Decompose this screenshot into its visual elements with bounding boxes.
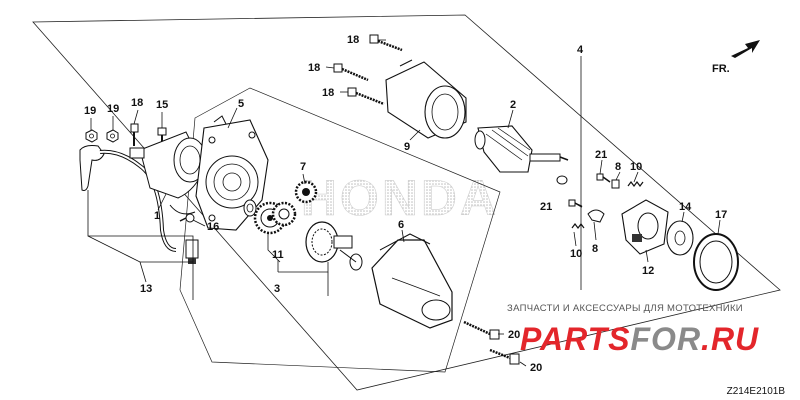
part-2-armature <box>474 125 569 173</box>
shop-name: PARTSFOR.RU <box>520 321 759 357</box>
callout-6: 6 <box>398 219 404 231</box>
callout-18-low: 18 <box>322 87 334 99</box>
part-19-nut-a <box>85 129 98 143</box>
callout-21-top: 21 <box>595 149 607 161</box>
callout-2: 2 <box>510 99 516 111</box>
leader-lines <box>87 39 721 367</box>
callout-18-mid: 18 <box>308 62 320 74</box>
callout-19-b: 19 <box>107 103 119 115</box>
callout-18-left: 18 <box>131 97 143 109</box>
callout-19-a: 19 <box>84 105 96 117</box>
callout-17: 17 <box>715 209 727 221</box>
part-12-brush-holder <box>621 199 669 255</box>
part-18-bolt-top <box>369 34 403 52</box>
front-direction-indicator: FR. <box>712 40 760 75</box>
part-21-screw-top <box>596 173 611 183</box>
diagram-code: Z214E2101B <box>727 386 786 397</box>
part-washer <box>243 199 257 217</box>
callout-5: 5 <box>238 98 244 110</box>
callout-16: 16 <box>207 221 219 233</box>
part-20-bolt-upper <box>463 320 500 340</box>
callout-1: 1 <box>154 210 160 222</box>
part-3-pinion-clutch <box>305 221 363 271</box>
part-9-yoke <box>385 59 467 139</box>
callout-20-lower: 20 <box>530 362 542 374</box>
part-20-bolt-lower <box>489 348 520 365</box>
callout-3: 3 <box>274 283 280 295</box>
honda-watermark: HONDA <box>301 170 499 226</box>
callout-8-top: 8 <box>615 161 621 173</box>
callout-4: 4 <box>577 44 584 56</box>
callout-11: 11 <box>272 249 284 261</box>
part-8-brush-top <box>611 179 620 189</box>
callout-13: 13 <box>140 283 152 295</box>
svg-text:FR.: FR. <box>712 63 730 75</box>
part-6-front-cover <box>371 233 453 329</box>
callout-8-low: 8 <box>592 243 598 255</box>
callout-20-upper: 20 <box>508 329 520 341</box>
part-13-terminal <box>185 239 199 264</box>
part-11-gear-b <box>271 201 297 227</box>
part-clip-ring <box>556 175 568 185</box>
part-18-bolt-mid <box>333 63 369 82</box>
part-16-bolt <box>179 213 195 223</box>
callout-10-low: 10 <box>570 248 582 260</box>
part-8-brush-low <box>587 209 605 223</box>
callout-15: 15 <box>156 99 168 111</box>
assembly-boundary-outer <box>32 14 781 391</box>
callout-12: 12 <box>642 265 654 277</box>
arrow-icon <box>731 40 760 58</box>
callout-10-top: 10 <box>630 161 642 173</box>
assembly-boundary-inner <box>179 87 501 373</box>
callout-18-top: 18 <box>347 34 359 46</box>
callout-21-low: 21 <box>540 201 552 213</box>
part-18-bolt-low <box>347 87 385 106</box>
callout-9: 9 <box>404 141 410 153</box>
part-18-bolt-left <box>130 123 139 146</box>
callout-7: 7 <box>300 161 306 173</box>
shop-tagline: ЗАПЧАСТИ И АКСЕССУАРЫ ДЛЯ МОТОТЕХНИКИ <box>507 303 743 314</box>
part-1-solenoid <box>129 131 207 215</box>
callout-14: 14 <box>679 201 692 213</box>
part-10-spring-top <box>627 181 644 187</box>
part-17-seal-ring <box>693 233 739 291</box>
callout-labels: 19 19 18 15 5 1 16 13 7 11 3 6 18 18 18 … <box>84 34 727 374</box>
part-10-spring-low <box>571 223 585 229</box>
part-19-nut-b <box>106 129 119 143</box>
part-7-gear <box>294 180 318 204</box>
shop-watermark: ЗАПЧАСТИ И АКСЕССУАРЫ ДЛЯ МОТОТЕХНИКИ PA… <box>507 303 759 357</box>
part-14-plate <box>666 220 694 256</box>
